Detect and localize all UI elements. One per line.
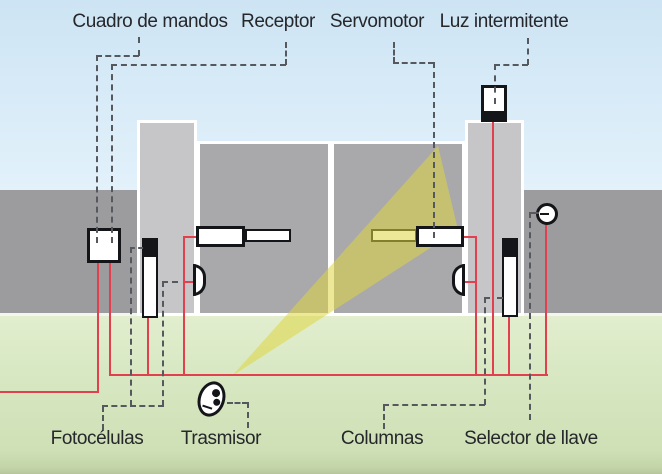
leader-receiver — [111, 64, 113, 243]
photocell-head-left — [144, 240, 156, 257]
leader-key-selector — [529, 212, 539, 214]
wire-servo-right — [475, 236, 477, 376]
label-flashing-light: Luz intermitente — [439, 11, 569, 32]
leader-photocells — [162, 281, 178, 283]
leader-receiver — [285, 42, 287, 65]
leader-control-panel — [138, 37, 140, 56]
leader-flashing-light — [527, 38, 529, 65]
wire-key-selector — [545, 222, 547, 376]
leader-columns — [484, 297, 503, 299]
photocell-post-left — [142, 238, 158, 318]
flashing-light-base — [484, 111, 504, 119]
label-columns: Columnas — [340, 428, 424, 449]
leader-flashing-light — [494, 64, 528, 66]
leader-columns — [484, 297, 486, 405]
servomotor-body-left — [196, 226, 245, 247]
leader-photocells — [102, 406, 104, 430]
leader-transmitter — [227, 402, 248, 404]
leader-receiver — [111, 64, 286, 66]
wire-panel-left — [97, 261, 99, 393]
leader-control-panel — [96, 55, 98, 243]
wire-servo-right-stub — [461, 236, 477, 238]
leader-photocells — [130, 247, 132, 406]
wire-dome-left-stub — [185, 281, 195, 283]
leader-servomotor — [393, 42, 395, 63]
leader-columns — [383, 404, 485, 406]
photocell-head-right — [504, 240, 516, 257]
leader-photocells — [130, 247, 143, 249]
label-receiver: Receptor — [241, 11, 315, 32]
leader-flashing-light — [494, 64, 496, 104]
label-control-panel: Cuadro de mandos — [72, 11, 228, 32]
photocell-post-right — [502, 238, 518, 317]
leader-key-selector — [529, 212, 531, 420]
transmitter-button-2 — [212, 397, 222, 407]
wire-dome-right-stub — [463, 281, 477, 283]
leader-servomotor — [433, 62, 435, 238]
transmitter-detail-line — [202, 404, 213, 410]
label-photocells: Fotocélulas — [50, 428, 144, 449]
leader-photocells — [102, 405, 164, 407]
servomotor-body-right — [416, 226, 464, 247]
wire-panel-right — [109, 261, 111, 376]
wire-panel-left-run — [0, 391, 99, 393]
label-key-selector: Selector de llave — [464, 428, 598, 449]
leader-photocells — [162, 281, 164, 406]
leader-transmitter — [247, 402, 249, 428]
wire-servo-left — [183, 236, 185, 376]
wire-photocell-right — [508, 316, 510, 376]
control-panel-box — [87, 228, 121, 263]
leader-columns — [383, 405, 385, 429]
wire-servo-left-stub — [185, 236, 198, 238]
servomotor-rod-left — [245, 229, 291, 242]
wire-flashing-light — [492, 120, 494, 376]
label-transmitter: Trasmisor — [180, 428, 262, 449]
leader-servomotor — [393, 62, 434, 64]
transmitter-button-1 — [211, 388, 222, 399]
key-slot — [540, 213, 549, 215]
wire-photocell-left — [147, 316, 149, 376]
label-servomotor: Servomotor — [329, 11, 425, 32]
leader-control-panel — [96, 55, 139, 57]
photocell-dome-right — [452, 264, 465, 296]
wire-main-bus — [109, 374, 548, 376]
key-selector — [536, 203, 558, 225]
